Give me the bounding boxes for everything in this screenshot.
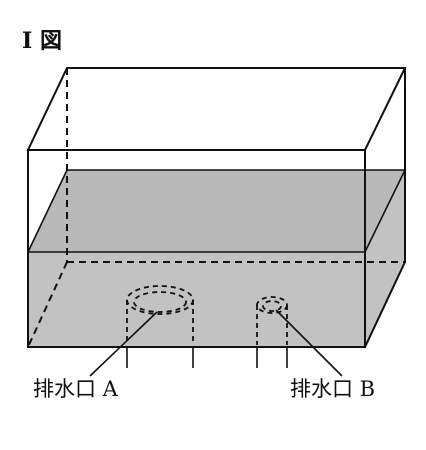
water-surface	[28, 170, 405, 252]
tank-top-face	[26, 67, 407, 151]
drain-b-leader-line	[275, 309, 343, 377]
water-front-face	[28, 252, 365, 347]
drain-b-inner-top	[262, 300, 282, 312]
hidden-bottom-left	[27, 261, 68, 348]
drain-b	[256, 296, 288, 368]
water-side-edge	[364, 169, 406, 253]
tank-front-face	[27, 149, 366, 348]
drain-a-leader-line	[89, 311, 158, 377]
drain-b-label: 排水口 B	[290, 377, 375, 401]
water-right-face	[365, 170, 405, 347]
drain-a-label: 排水口 A	[33, 377, 119, 401]
figure-title: I 図	[22, 28, 62, 54]
drain-a-inner-top	[133, 291, 187, 313]
drain-a	[126, 285, 194, 368]
tank-right-bottom	[363, 260, 407, 349]
